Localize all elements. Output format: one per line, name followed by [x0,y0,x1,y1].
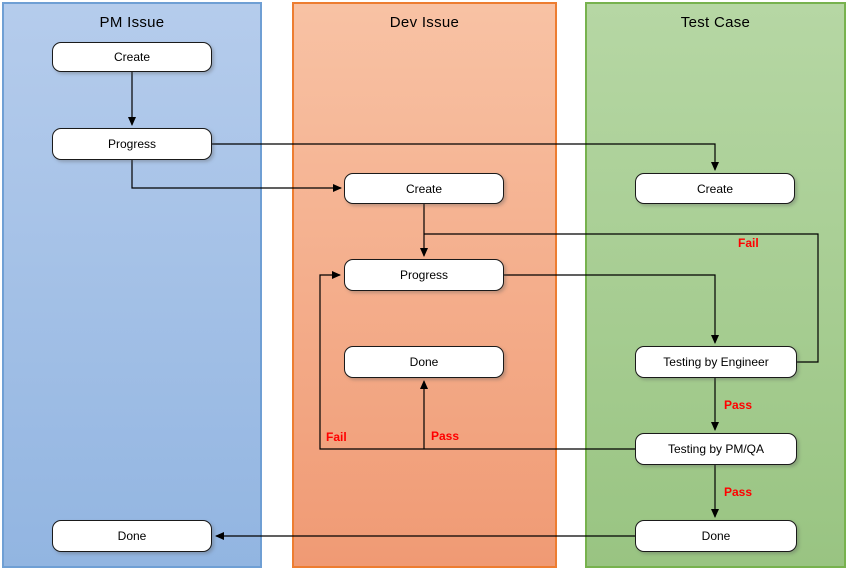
lane-test-case: Test Case [585,2,846,568]
node-testing-by-pmqa: Testing by PM/QA [635,433,797,465]
lane-title-test-case: Test Case [680,14,751,31]
node-dev-create: Create [344,173,504,204]
lane-title-pm-issue: PM Issue [99,14,165,31]
node-pm-progress: Progress [52,128,212,160]
edge-label-fail-pmqa: Fail [326,430,347,444]
edge-label-fail-engineer: Fail [738,236,759,250]
node-test-create: Create [635,173,795,204]
lane-title-dev-issue: Dev Issue [389,14,460,31]
edge-label-pass-engineer: Pass [724,398,753,412]
node-dev-progress: Progress [344,259,504,291]
node-dev-done: Done [344,346,504,378]
node-test-done: Done [635,520,797,552]
node-pm-done: Done [52,520,212,552]
edge-label-pass-to-dev-done: Pass [431,429,460,443]
edge-label-pass-pmqa: Pass [724,485,753,499]
node-testing-by-engineer: Testing by Engineer [635,346,797,378]
lane-pm-issue: PM Issue [2,2,262,568]
node-pm-create: Create [52,42,212,72]
